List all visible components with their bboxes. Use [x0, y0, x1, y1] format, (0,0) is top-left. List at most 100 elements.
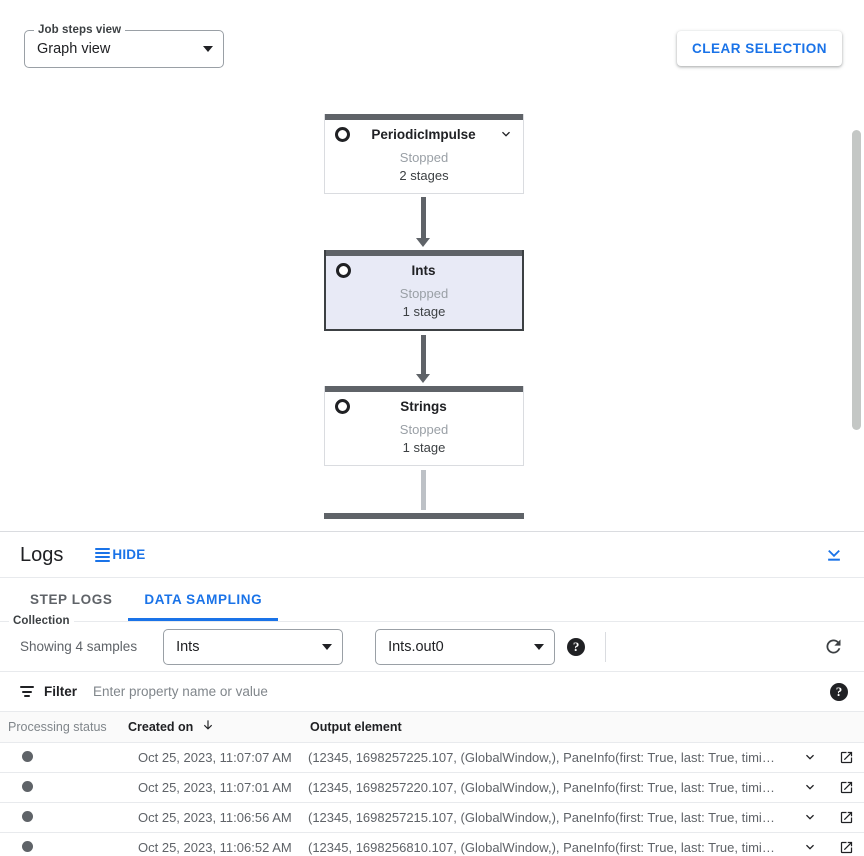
node-status: Stopped — [399, 150, 449, 165]
job-graph-area: Job steps view Graph view CLEAR SELECTIO… — [0, 0, 864, 532]
splitter-drag-handle[interactable] — [401, 530, 463, 531]
clear-selection-button[interactable]: CLEAR SELECTION — [676, 31, 842, 66]
step-select[interactable]: Step Ints — [9, 614, 344, 665]
graph-node-partial[interactable] — [324, 513, 524, 519]
cell-created-on: Oct 25, 2023, 11:07:07 AM — [120, 742, 302, 773]
cell-processing-status — [0, 832, 120, 856]
filter-input[interactable] — [93, 684, 818, 699]
open-in-new-icon[interactable] — [834, 805, 858, 829]
tab-step-logs[interactable]: STEP LOGS — [30, 592, 113, 607]
cell-expand — [790, 832, 826, 856]
logs-title: Logs — [20, 543, 64, 566]
chevron-down-icon[interactable] — [497, 125, 515, 143]
chevron-down-icon — [534, 643, 545, 650]
cell-created-on: Oct 25, 2023, 11:06:52 AM — [120, 832, 302, 856]
samples-table-body: Oct 25, 2023, 11:07:07 AM (12345, 169825… — [0, 742, 864, 856]
graph-canvas[interactable]: PeriodicImpulse Stopped 2 stages Ints — [0, 0, 864, 531]
table-header-row: Processing status Created on Output elem… — [0, 712, 864, 743]
job-steps-view-value: Graph view — [37, 41, 111, 57]
open-in-new-icon[interactable] — [834, 745, 858, 769]
table-row[interactable]: Oct 25, 2023, 11:07:07 AM (12345, 169825… — [0, 742, 864, 773]
graph-edge-arrow — [416, 238, 430, 247]
job-steps-view-select[interactable]: Job steps view Graph view — [24, 23, 224, 68]
cell-output-element: (12345, 1698257215.107, (GlobalWindow,),… — [302, 802, 790, 833]
graph-toolbar: Job steps view Graph view CLEAR SELECTIO… — [0, 0, 864, 92]
sort-descending-icon — [201, 718, 215, 735]
graph-vertical-scrollbar[interactable] — [852, 130, 861, 430]
graph-node-ints[interactable]: Ints Stopped 1 stage — [324, 250, 524, 331]
node-stages: 1 stage — [402, 440, 446, 455]
node-header: Ints — [326, 256, 522, 284]
graph-edge-arrow — [416, 374, 430, 383]
panel-splitter[interactable] — [0, 530, 864, 531]
chevron-down-icon[interactable] — [798, 775, 822, 799]
tab-data-sampling[interactable]: DATA SAMPLING — [128, 578, 279, 621]
cell-expand — [790, 772, 826, 803]
logs-header: Logs HIDE — [0, 532, 864, 578]
table-row[interactable]: Oct 25, 2023, 11:06:52 AM (12345, 169825… — [0, 832, 864, 856]
filter-help-icon[interactable]: ? — [830, 682, 848, 701]
column-header-expand — [790, 712, 826, 743]
toolbar-divider — [605, 631, 607, 662]
status-dot-icon — [22, 840, 33, 852]
collection-select-label: Collection — [9, 614, 74, 628]
collection-select[interactable]: Collection Ints.out0 — [9, 614, 556, 665]
cell-created-on: Oct 25, 2023, 11:06:56 AM — [120, 802, 302, 833]
job-steps-view-label: Job steps view — [34, 23, 126, 37]
refresh-icon[interactable] — [818, 632, 848, 662]
stop-circle-icon — [336, 262, 351, 278]
cell-output-element: (12345, 1698257225.107, (GlobalWindow,),… — [302, 742, 790, 773]
cell-expand — [790, 802, 826, 833]
node-top-bar — [326, 250, 522, 256]
graph-edge — [421, 197, 426, 239]
column-header-open — [826, 712, 864, 743]
hide-logs-button[interactable]: HIDE — [95, 547, 145, 562]
graph-node-periodicimpulse[interactable]: PeriodicImpulse Stopped 2 stages — [324, 114, 524, 194]
logs-tabs: STEP LOGS DATA SAMPLING — [0, 578, 864, 622]
status-dot-icon — [22, 810, 33, 822]
node-top-bar — [324, 513, 524, 519]
graph-node-strings[interactable]: Strings Stopped 1 stage — [324, 386, 524, 466]
cell-processing-status — [0, 772, 120, 803]
data-sampling-toolbar: Showing 4 samples Step Ints Collection I… — [0, 614, 864, 672]
node-title: Ints — [411, 262, 436, 278]
node-title: Strings — [400, 398, 447, 414]
chevron-down-icon[interactable] — [798, 745, 822, 769]
hide-logs-label: HIDE — [112, 547, 146, 562]
filter-bar: Filter ? — [0, 672, 864, 712]
column-header-output-element[interactable]: Output element — [302, 712, 790, 743]
cell-open — [826, 772, 864, 803]
node-title: PeriodicImpulse — [371, 126, 476, 142]
table-row[interactable]: Oct 25, 2023, 11:07:01 AM (12345, 169825… — [0, 772, 864, 803]
cell-processing-status — [0, 802, 120, 833]
chevron-down-icon — [203, 46, 213, 52]
node-top-bar — [325, 114, 523, 120]
showing-samples-text: Showing 4 samples — [20, 639, 138, 654]
collection-select-value: Ints.out0 — [388, 638, 444, 655]
open-in-new-icon[interactable] — [834, 835, 858, 856]
samples-table-head: Processing status Created on Output elem… — [0, 712, 864, 743]
chevron-down-icon — [322, 643, 333, 650]
column-header-created-on-label: Created on — [128, 719, 194, 734]
node-status: Stopped — [399, 286, 449, 301]
column-header-created-on[interactable]: Created on — [120, 712, 302, 743]
list-lines-icon — [95, 547, 111, 562]
collection-help-icon[interactable]: ? — [567, 637, 586, 656]
column-header-processing-status[interactable]: Processing status — [0, 712, 120, 743]
status-dot-icon — [22, 780, 33, 792]
graph-edge — [421, 335, 426, 375]
cell-output-element: (12345, 1698257220.107, (GlobalWindow,),… — [302, 772, 790, 803]
expand-down-icon[interactable] — [820, 541, 848, 569]
node-status: Stopped — [399, 422, 449, 437]
cell-output-element: (12345, 1698256810.107, (GlobalWindow,),… — [302, 832, 790, 856]
stop-circle-icon — [335, 126, 350, 142]
chevron-down-icon[interactable] — [798, 805, 822, 829]
filter-icon — [20, 686, 34, 697]
chevron-down-icon[interactable] — [798, 835, 822, 856]
logs-panel: Logs HIDE STEP LOGS DATA SAMPLING Showin… — [0, 532, 864, 856]
node-top-bar — [325, 386, 523, 392]
table-row[interactable]: Oct 25, 2023, 11:06:56 AM (12345, 169825… — [0, 802, 864, 833]
step-select-value: Ints — [176, 638, 200, 655]
open-in-new-icon[interactable] — [834, 775, 858, 799]
filter-label: Filter — [44, 684, 78, 699]
